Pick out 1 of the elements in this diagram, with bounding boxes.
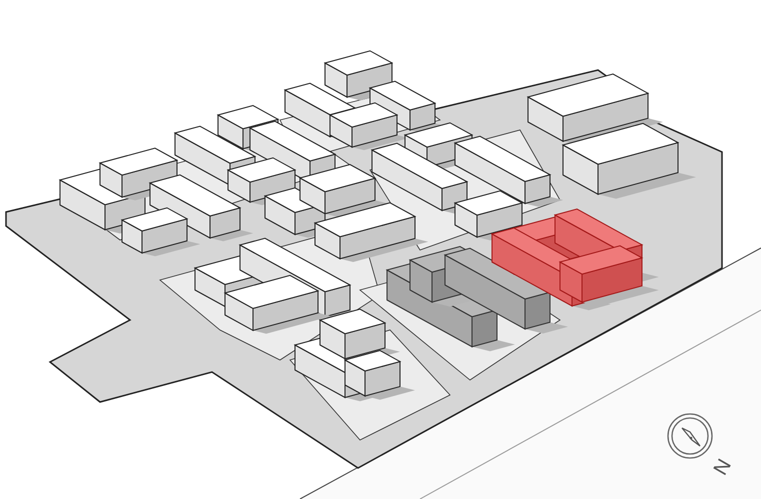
- north-label: N: [710, 456, 737, 480]
